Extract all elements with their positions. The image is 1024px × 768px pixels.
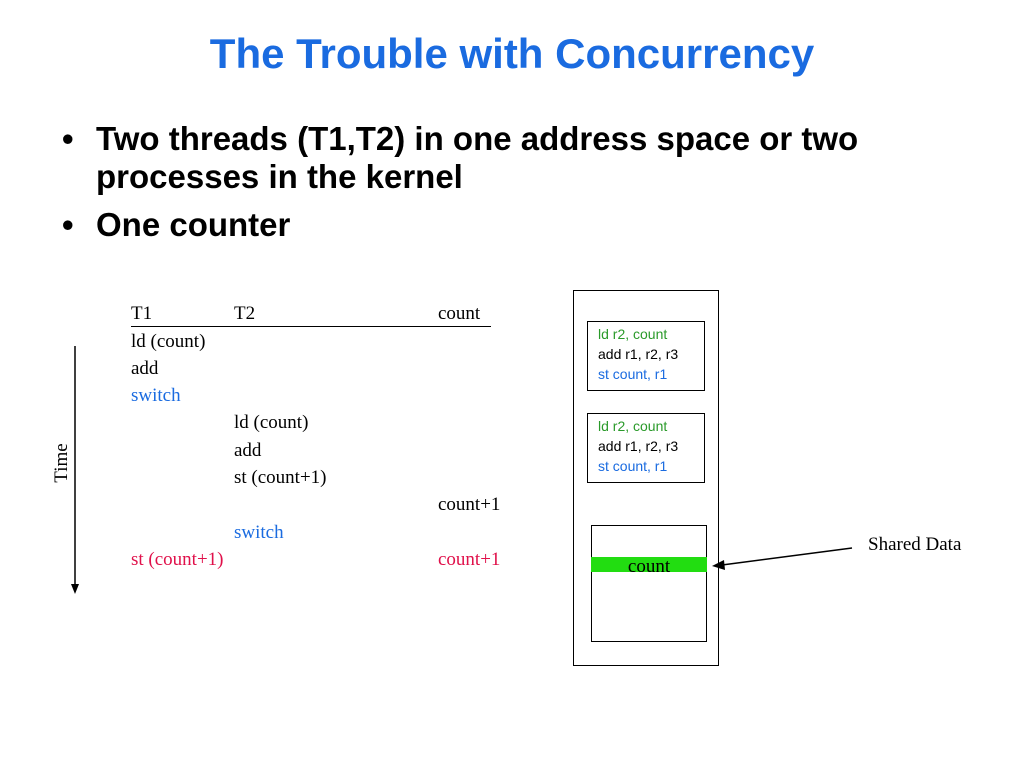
bullet-item: • Two threads (T1,T2) in one address spac… [62,120,962,196]
table-header-underline [131,302,491,327]
code-line-add: add r1, r2, r3 [598,438,679,454]
header-t1: T1 [131,303,153,324]
header-count: count [438,303,481,324]
header-t2: T2 [234,303,256,324]
address-space-box [573,290,719,666]
bullet-list: • Two threads (T1,T2) in one address spac… [62,120,962,254]
code-block-t2: ld r2, count add r1, r2, r3 st count, r1 [587,413,705,483]
code-line-store: st count, r1 [598,458,668,474]
code-line-load: ld r2, count [598,418,668,434]
time-arrow-icon [71,346,79,594]
row-4-t2: ld (count) [234,412,309,433]
row-7-count: count+1 [438,494,501,515]
bullet-dot-icon: • [62,206,74,243]
row-9-count: count+1 [438,549,501,570]
shared-data-box [591,525,707,642]
bullet-text: One counter [96,206,291,243]
shared-data-label: Shared Data [868,534,962,555]
pointer-arrow-icon [712,547,853,570]
row-1-t1: ld (count) [131,331,206,352]
row-5-t2: add [234,440,262,461]
code-line-store: st count, r1 [598,366,668,382]
bullet-item: • One counter [62,206,962,244]
count-variable-bar [591,557,707,572]
code-block-t1: ld r2, count add r1, r2, r3 st count, r1 [587,321,705,391]
row-2-t1: add [131,358,159,379]
row-8-t2: switch [234,522,284,543]
code-line-load: ld r2, count [598,326,668,342]
count-variable-label: count [627,556,671,577]
row-9-t1: st (count+1) [131,549,224,570]
row-3-t1: switch [131,385,181,406]
code-line-add: add r1, r2, r3 [598,346,679,362]
slide-title: The Trouble with Concurrency [209,30,815,77]
row-6-t2: st (count+1) [234,467,327,488]
bullet-dot-icon: • [62,120,74,157]
bullet-text: Two threads (T1,T2) in one address space… [96,120,859,195]
